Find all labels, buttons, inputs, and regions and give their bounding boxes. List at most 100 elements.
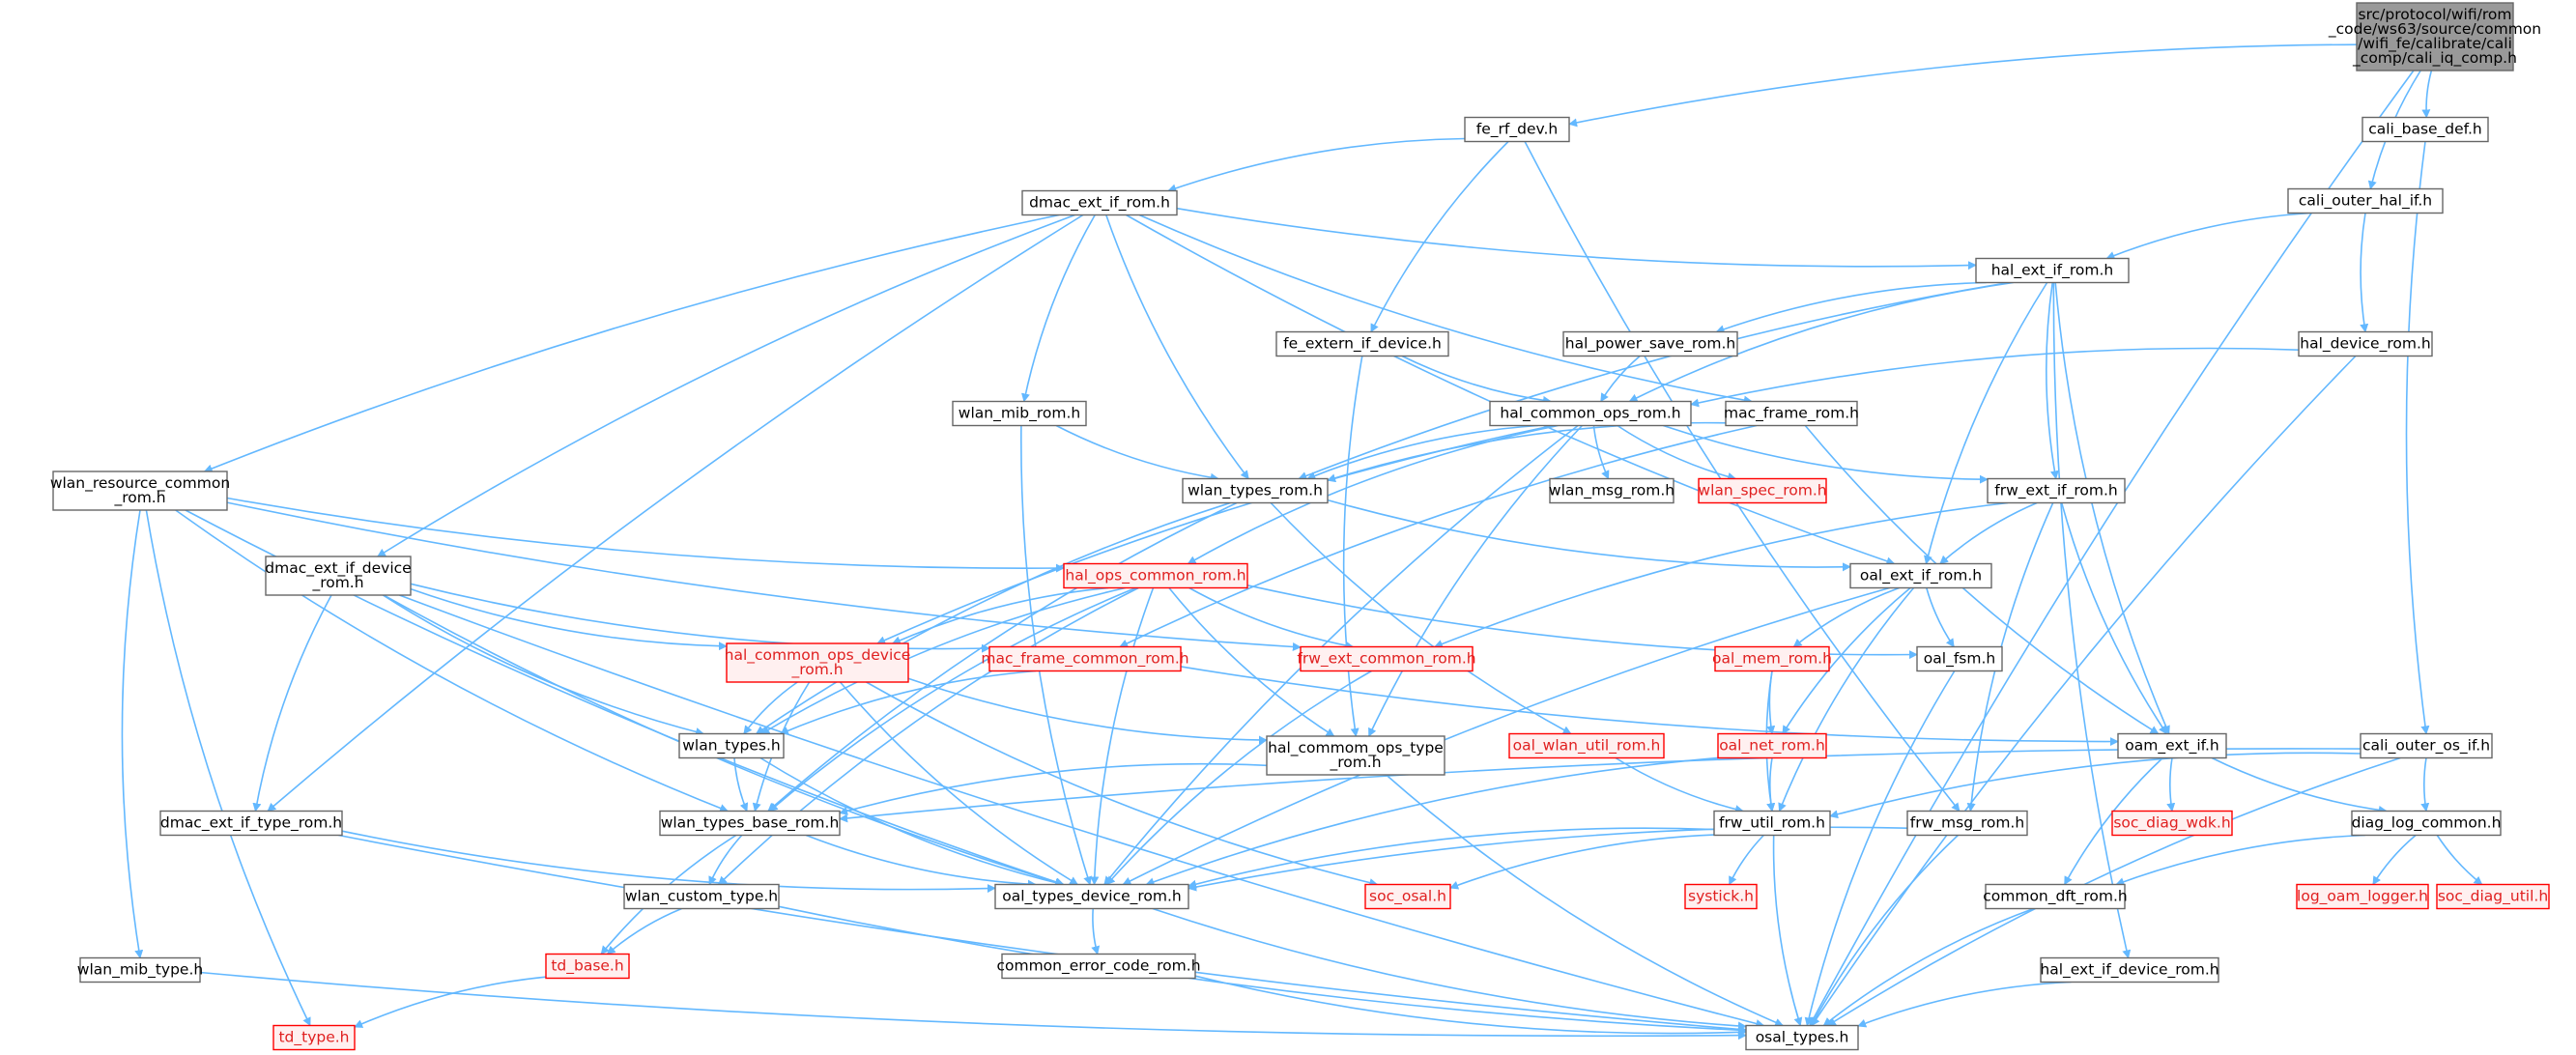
node-osal-types[interactable]: osal_types.h — [1745, 1024, 1859, 1051]
node-box — [2360, 732, 2493, 759]
node-box — [726, 642, 909, 683]
edge-wlan_mib_rom-to-wlan_types_rom — [1055, 424, 1219, 482]
edge-dmac_ext_if_type_rom-to-oal_types_device_rom — [341, 830, 996, 894]
node-hal-common-ops-rom[interactable]: hal_common_ops_rom.h — [1489, 400, 1692, 427]
node-box — [1713, 810, 1831, 837]
edge-hal_power_save_rom-to-hal_common_ops_rom — [1600, 355, 1641, 403]
node-label: soc_diag_wdk.h — [2113, 814, 2230, 833]
node-box — [1489, 400, 1692, 427]
node-box — [1916, 645, 2003, 672]
node-box — [545, 953, 630, 980]
node-wlan-types[interactable]: wlan_types.h — [678, 732, 785, 759]
node-wlan-msg-rom[interactable]: wlan_msg_rom.h — [1549, 477, 1674, 504]
node-cali-outer-os-if[interactable]: cali_outer_os_if.h — [2360, 732, 2493, 759]
node-mac-frame-common-rom[interactable]: mac_frame_common_rom.h — [981, 645, 1189, 672]
node-wlan-types-rom[interactable]: wlan_types_rom.h — [1182, 477, 1329, 504]
node-wlan-spec-rom[interactable]: wlan_spec_rom.h — [1698, 477, 1827, 504]
node-label: common_error_code_rom.h — [996, 957, 1200, 976]
node-oal-mem-rom[interactable]: oal_mem_rom.h — [1712, 645, 1832, 672]
edge-hal_common_ops_device_rom-to-oal_types_device_rom — [839, 681, 1079, 886]
node-frw-ext-common-rom[interactable]: frw_ext_common_rom.h — [1297, 645, 1476, 672]
node-hal-ops-common-rom[interactable]: hal_ops_common_rom.h — [1063, 562, 1248, 589]
node-common-error-code-rom[interactable]: common_error_code_rom.h — [996, 953, 1201, 980]
node-wlan-mib-type[interactable]: wlan_mib_type.h — [77, 956, 203, 984]
edge-root-to-cali_base_def — [2421, 70, 2433, 119]
node-hal-ext-if-rom[interactable]: hal_ext_if_rom.h — [1975, 257, 2130, 284]
node-label: cali_outer_hal_if.h — [2299, 192, 2432, 211]
node-label: wlan_msg_rom.h — [1549, 482, 1674, 500]
node-dmac-ext-if-rom[interactable]: dmac_ext_if_rom.h — [1021, 189, 1178, 216]
node-box — [265, 556, 412, 596]
edge-common_error_code_rom-to-osal_types — [1194, 975, 1747, 1037]
node-box — [659, 810, 841, 837]
edge-wlan_types_base_rom-to-oal_types_device_rom — [805, 834, 1037, 889]
edge-oal_ext_if_rom-to-oal_net_rom — [1782, 586, 1911, 735]
node-wlan-custom-type[interactable]: wlan_custom_type.h — [623, 883, 780, 910]
node-hal-commom-ops-type-rom[interactable]: hal_commom_ops_type_rom.h — [1266, 735, 1445, 776]
node-soc-osal[interactable]: soc_osal.h — [1364, 883, 1451, 910]
node-dmac-ext-if-type-rom[interactable]: dmac_ext_if_type_rom.h — [159, 810, 343, 837]
node-frw-msg-rom[interactable]: frw_msg_rom.h — [1906, 810, 2028, 837]
node-label: oal_ext_if_rom.h — [1860, 567, 1982, 585]
node-soc-diag-util[interactable]: soc_diag_util.h — [2436, 883, 2550, 910]
node-wlan-resource-common-rom[interactable]: wlan_resource_common_rom.h — [50, 470, 230, 511]
node-box — [1266, 735, 1445, 776]
node-oal-ext-if-rom[interactable]: oal_ext_if_rom.h — [1849, 562, 1992, 589]
node-label: frw_msg_rom.h — [1910, 814, 2024, 833]
node-frw-util-rom[interactable]: frw_util_rom.h — [1713, 810, 1831, 837]
node-td-type[interactable]: td_type.h — [272, 1024, 356, 1051]
node-box — [2117, 732, 2227, 759]
node-label: hal_commom_ops_type — [1268, 739, 1444, 757]
node-oal-fsm[interactable]: oal_fsm.h — [1916, 645, 2003, 672]
node-common-dft-rom[interactable]: common_dft_rom.h — [1983, 883, 2128, 910]
node-oal-net-rom[interactable]: oal_net_rom.h — [1717, 732, 1827, 759]
node-label: wlan_types_rom.h — [1188, 482, 1323, 500]
edge-oal_ext_if_rom-to-oal_types_device_rom — [1122, 586, 1890, 886]
node-hal-device-rom[interactable]: hal_device_rom.h — [2298, 330, 2433, 357]
node-box — [1745, 1024, 1859, 1051]
edge-wlan_types-to-wlan_types_base_rom — [733, 757, 749, 813]
edge-hal_common_ops_rom-to-hal_ops_common_rom — [1187, 424, 1559, 565]
node-hal-common-ops-device-rom[interactable]: hal_common_ops_device_rom.h — [725, 642, 911, 683]
node-fe-rf-dev[interactable]: fe_rf_dev.h — [1464, 116, 1570, 143]
node-oal-types-device-rom[interactable]: oal_types_device_rom.h — [994, 883, 1189, 910]
node-oam-ext-if[interactable]: oam_ext_if.h — [2117, 732, 2227, 759]
node-label: td_type.h — [278, 1029, 349, 1047]
node-oal-wlan-util-rom[interactable]: oal_wlan_util_rom.h — [1508, 732, 1665, 759]
edge-hal_commom_ops_type_rom-to-osal_types — [1386, 774, 1785, 1027]
edge-hal_ext_if_rom-to-wlan_types_rom — [1298, 281, 2009, 480]
node-box — [1562, 330, 1738, 357]
edge-wlan_types_rom-to-oal_ext_if_rom — [1327, 499, 1851, 572]
node-cali-base-def[interactable]: cali_base_def.h — [2361, 116, 2489, 143]
node-label: osal_types.h — [1756, 1029, 1849, 1047]
edge-dmac_ext_if_device_rom-to-osal_types — [399, 594, 1765, 1028]
node-label: td_base.h — [551, 957, 623, 976]
node-diag-log-common[interactable]: diag_log_common.h — [2351, 810, 2502, 837]
node-fe-extern-if-device[interactable]: fe_extern_if_device.h — [1275, 330, 1449, 357]
node-box — [1906, 810, 2028, 837]
edge-hal_ops_common_rom-to-hal_commom_ops_type_rom — [1168, 586, 1335, 737]
node-wlan-types-base-rom[interactable]: wlan_types_base_rom.h — [659, 810, 841, 837]
node-box — [678, 732, 785, 759]
node-log-oam-logger[interactable]: log_oam_logger.h — [2296, 883, 2429, 910]
node-mac-frame-rom[interactable]: mac_frame_rom.h — [1724, 400, 1859, 427]
node-soc-diag-wdk[interactable]: soc_diag_wdk.h — [2111, 810, 2233, 837]
node-box — [2287, 187, 2444, 214]
node-label: wlan_spec_rom.h — [1698, 482, 1826, 500]
node-label: _code/ws63/source/common — [2328, 20, 2541, 39]
edge-oal_ext_if_rom-to-frw_util_rom — [1778, 586, 1915, 813]
node-frw-ext-if-rom[interactable]: frw_ext_if_rom.h — [1987, 477, 2126, 504]
edge-diag_log_common-to-log_oam_logger — [2372, 834, 2417, 886]
edge-mac_frame_common_rom-to-wlan_types — [779, 670, 1037, 735]
node-td-base[interactable]: td_base.h — [545, 953, 630, 980]
node-label: _comp/cali_iq_comp.h — [2352, 49, 2517, 68]
node-hal-ext-if-device-rom[interactable]: hal_ext_if_device_rom.h — [2040, 956, 2219, 984]
node-cali-outer-hal-if[interactable]: cali_outer_hal_if.h — [2287, 187, 2444, 214]
node-label: wlan_custom_type.h — [625, 888, 778, 906]
node-systick[interactable]: systick.h — [1684, 883, 1758, 910]
node-hal-power-save-rom[interactable]: hal_power_save_rom.h — [1562, 330, 1738, 357]
node-wlan-mib-rom[interactable]: wlan_mib_rom.h — [952, 400, 1087, 427]
node-dmac-ext-if-device-rom[interactable]: dmac_ext_if_device_rom.h — [265, 556, 412, 596]
edge-wlan_types_base_rom-to-wlan_custom_type — [708, 834, 743, 886]
